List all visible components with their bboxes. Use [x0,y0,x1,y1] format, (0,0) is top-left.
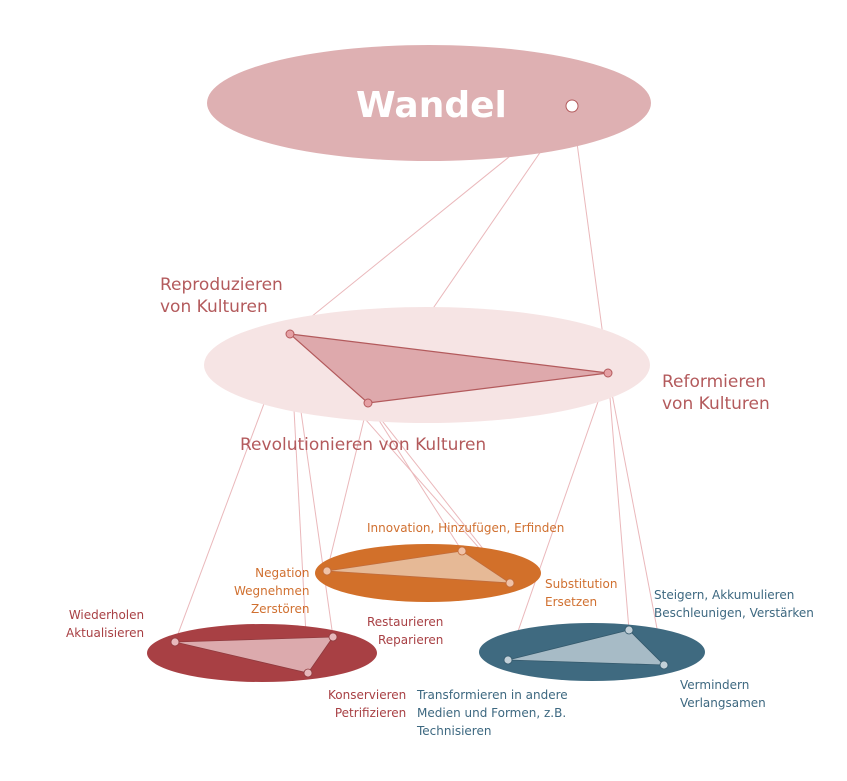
label-konservieren: Konservieren Petrifizieren [328,686,406,722]
label-line: Ersetzen [545,595,598,609]
label-line: von Kulturen [160,297,268,318]
label-line: Aktualisieren [66,626,145,640]
label-wiederholen: Wiederholen Aktualisieren [66,606,144,642]
connector-line [367,402,463,552]
blue-node [624,625,634,635]
orange-node [505,578,515,588]
label-line: von Kulturen [662,394,770,415]
label-transformieren: Transformieren in andere Medien und Form… [417,686,568,740]
label-line: Verlangsamen [680,696,766,710]
orange-triangle [326,550,512,584]
red-node [170,637,180,647]
red-node [328,632,338,642]
label-reformieren: Reformieren von Kulturen [662,371,770,416]
label-line: Zerstören [250,602,310,616]
label-negation: Negation Wegnehmen Zerstören [234,564,309,618]
orange-node [457,546,467,556]
label-revolutionieren: Revolutionieren von Kulturen [240,435,487,455]
blue-node [503,655,513,665]
label-line: Petrifizieren [334,706,407,720]
node-reformieren [603,368,613,378]
label-vermindern: Vermindern Verlangsamen [680,676,766,712]
blue-triangle [507,629,665,666]
red-node [303,668,313,678]
blue-node [659,660,669,670]
connector-line [507,372,609,661]
label-line: Beschleunigen, Verstärken [654,606,814,620]
middle-triangle [288,333,609,404]
connector-line [571,105,609,374]
connector-line [607,372,630,631]
orange-node [322,566,332,576]
label-line: Vermindern [680,678,750,692]
label-steigern: Steigern, Akkumulieren Beschleunigen, Ve… [654,586,814,622]
label-line: Reproduzieren [160,275,283,295]
label-line: Steigern, Akkumulieren [654,588,795,602]
label-line: Wegnehmen [234,584,310,598]
label-innovation: Innovation, Hinzufügen, Erfinden [367,521,565,535]
node-reproduzieren [285,329,295,339]
red-triangle [174,636,334,674]
connector-line [607,372,665,666]
label-substitution: Substitution Ersetzen [545,575,617,611]
label-line: Technisieren [417,724,492,738]
label-line: Restaurieren [367,615,444,629]
label-line: Konservieren [328,688,407,702]
label-line: Reparieren [377,633,444,647]
top-node [565,99,579,113]
label-restaurieren: Restaurieren Reparieren [367,613,443,649]
wandel-title: Wandel [356,85,507,126]
node-revolutionieren [363,398,373,408]
label-reproduzieren: Reproduzieren von Kulturen [160,274,283,319]
label-line: Substitution [545,577,618,591]
label-line: Wiederholen [68,608,145,622]
label-line: Medien und Formen, z.B. [417,706,567,720]
label-line: Reformieren [662,372,767,392]
connector-line [326,402,369,572]
top-ellipse [207,45,651,161]
label-line: Negation [255,566,310,580]
label-line: Transformieren in andere [417,688,568,702]
